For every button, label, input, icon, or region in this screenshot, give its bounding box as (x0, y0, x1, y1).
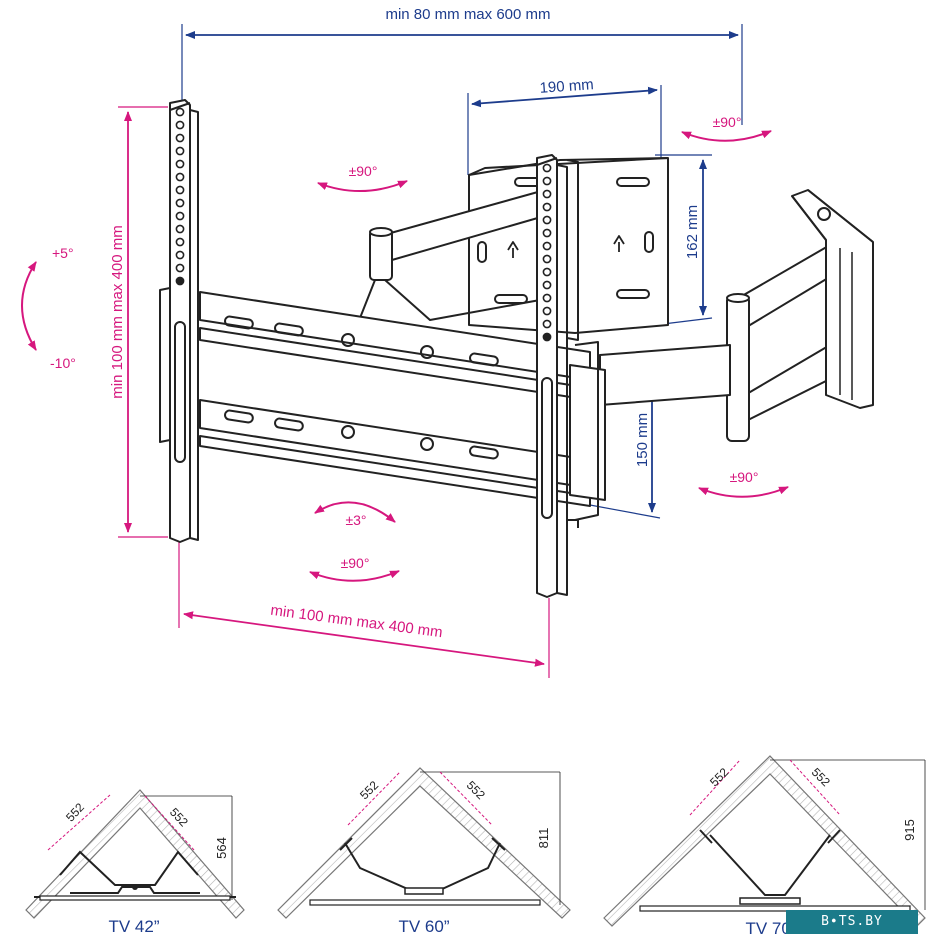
corner-view-42-label: TV 42” (108, 917, 159, 936)
svg-text:±90°: ±90° (349, 163, 378, 179)
svg-text:±90°: ±90° (713, 114, 742, 130)
svg-text:811: 811 (536, 828, 551, 849)
svg-text:915: 915 (902, 819, 917, 841)
plate-width-dimension: 190 mm (467, 76, 662, 175)
svg-text:±90°: ±90° (341, 555, 370, 571)
corner-view-60: 552 552 811 TV 60” (277, 767, 571, 936)
corner-view-60-label: TV 60” (398, 917, 449, 936)
svg-text:564: 564 (214, 837, 229, 859)
plate-height-dimension: 162 mm (654, 154, 713, 326)
tilt-up-label: +5° (52, 245, 74, 261)
corner-view-42: 552 552 564 TV 42” (25, 789, 245, 936)
swivel-arm-bottom-indicator: ±90° (698, 469, 789, 498)
plate-width-label: 190 mm (539, 76, 594, 97)
vertical-vesa-dimension: min 100 mm max 400 mm (109, 106, 168, 538)
swivel-arm-top-indicator: ±90° (317, 163, 408, 192)
mount-drawing (159, 99, 874, 598)
right-bar-holes (542, 163, 552, 342)
tilt-down-label: -10° (50, 355, 76, 371)
arm-offset-label: 150 mm (634, 413, 651, 467)
svg-text:552: 552 (464, 778, 488, 802)
watermark-badge: B∙TS.BY (786, 910, 918, 934)
svg-text:±90°: ±90° (730, 469, 759, 485)
svg-text:552: 552 (707, 765, 731, 789)
svg-text:552: 552 (63, 800, 87, 824)
left-bar-holes (175, 107, 185, 286)
plate-height-label: 162 mm (684, 205, 701, 259)
corner-view-70-label: TV 70” (745, 919, 796, 938)
swivel-wall-indicator: ±90° (681, 114, 772, 142)
horizontal-vesa-label: min 100 mm max 400 mm (270, 602, 444, 641)
wall-arm (734, 244, 839, 329)
svg-text:±3°: ±3° (345, 512, 366, 528)
svg-text:552: 552 (357, 778, 381, 802)
svg-text:552: 552 (809, 765, 833, 789)
top-dimension: min 80 mm max 600 mm (181, 6, 743, 125)
swivel-bottom-indicator: ±90° (309, 555, 400, 582)
tilt-indicator: +5° -10° (21, 245, 76, 371)
top-dimension-label: min 80 mm max 600 mm (385, 6, 550, 23)
vertical-vesa-label: min 100 mm max 400 mm (109, 225, 126, 398)
rotate-indicator: ±3° (314, 501, 396, 528)
